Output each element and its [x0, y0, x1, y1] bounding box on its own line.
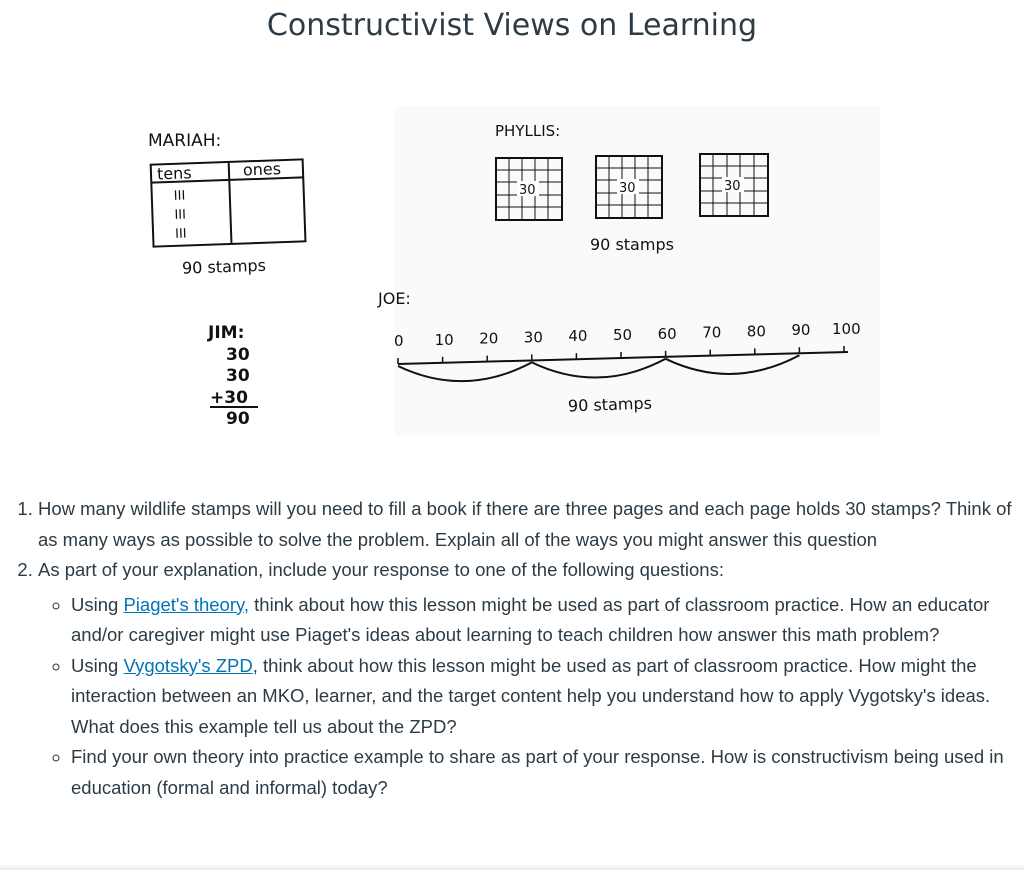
option-piaget-text: think about how this lesson might be use…	[71, 593, 990, 646]
mariah-tally-2: III	[174, 207, 186, 222]
option-vygotsky-prefix: Using	[71, 654, 124, 676]
vygotsky-zpd-link[interactable]: Vygotsky's ZPD	[123, 654, 253, 676]
joe-tick-label: 0	[394, 332, 404, 350]
phyllis-grid-1: 30	[495, 157, 563, 221]
joe-tick-label: 30	[524, 328, 543, 346]
phyllis-grid-2: 30	[595, 155, 663, 219]
phyllis-label: PHYLLIS:	[495, 122, 560, 140]
phyllis-grid-2-label: 30	[619, 181, 636, 196]
mariah-caption: 90 stamps	[182, 256, 267, 278]
option-piaget-prefix: Using	[71, 593, 124, 615]
option-piaget: Using Piaget's theory, think about how t…	[71, 590, 1014, 651]
joe-jump-arc	[531, 357, 667, 379]
student-solutions-image: MARIAH: tens ones III III III 90 stamps …	[148, 106, 880, 436]
phyllis-grid-1-label: 30	[519, 183, 536, 198]
joe-tick-label: 20	[479, 330, 498, 348]
question-1-text: How many wildlife stamps will you need t…	[38, 498, 1012, 550]
question-2-text: As part of your explanation, include you…	[38, 559, 724, 580]
phyllis-grid-3: 30	[699, 153, 769, 217]
mariah-ones-header: ones	[243, 159, 282, 179]
question-2: As part of your explanation, include you…	[38, 555, 1014, 803]
joe-tick-label: 80	[747, 322, 766, 340]
jim-line-2: 30	[226, 366, 250, 386]
option-vygotsky-text: , think about how this lesson might be u…	[71, 654, 991, 737]
joe-axis-line	[397, 351, 849, 365]
joe-number-line: 0 10 20 30 40 50 60 70 80 90 100	[394, 320, 861, 383]
bottom-edge-shadow	[0, 864, 1024, 870]
joe-tick-label: 70	[702, 324, 721, 342]
joe-tick-label: 100	[832, 320, 861, 338]
phyllis-caption: 90 stamps	[590, 235, 674, 254]
mariah-label: MARIAH:	[148, 131, 221, 151]
phyllis-grid-3-label: 30	[724, 179, 741, 194]
mariah-place-value-chart: tens ones III III III	[149, 158, 307, 248]
piaget-theory-link[interactable]: Piaget's theory,	[123, 593, 250, 615]
joe-caption: 90 stamps	[568, 394, 653, 416]
mariah-tally-1: III	[174, 188, 186, 203]
option-own-example-text: Find your own theory into practice examp…	[71, 746, 1004, 798]
jim-line-3: +30	[210, 388, 248, 408]
joe-tick-label: 90	[791, 321, 810, 339]
question-1: How many wildlife stamps will you need t…	[38, 494, 1014, 555]
joe-tick-label: 40	[568, 327, 587, 345]
student-solutions-figure: MARIAH: tens ones III III III 90 stamps …	[140, 106, 880, 436]
jim-line-4: 90	[226, 409, 250, 429]
joe-tick-label: 60	[658, 325, 677, 343]
jim-line-1: 30	[226, 345, 250, 365]
question-2-options: Using Piaget's theory, think about how t…	[38, 590, 1014, 804]
joe-tick-label: 50	[613, 326, 632, 344]
mariah-tens-header: tens	[157, 163, 192, 183]
assignment-questions: How many wildlife stamps will you need t…	[18, 494, 1014, 803]
joe-jump-arc	[665, 354, 800, 375]
joe-label: JOE:	[377, 289, 411, 308]
option-own-example: Find your own theory into practice examp…	[71, 742, 1014, 803]
jim-label: JIM:	[207, 323, 244, 343]
mariah-tally-3: III	[175, 226, 187, 241]
page-title: Constructivist Views on Learning	[266, 8, 758, 43]
question-list: How many wildlife stamps will you need t…	[18, 494, 1014, 803]
joe-tick-label: 10	[435, 331, 454, 349]
option-vygotsky: Using Vygotsky's ZPD, think about how th…	[71, 651, 1014, 743]
joe-jump-arc	[397, 361, 533, 383]
